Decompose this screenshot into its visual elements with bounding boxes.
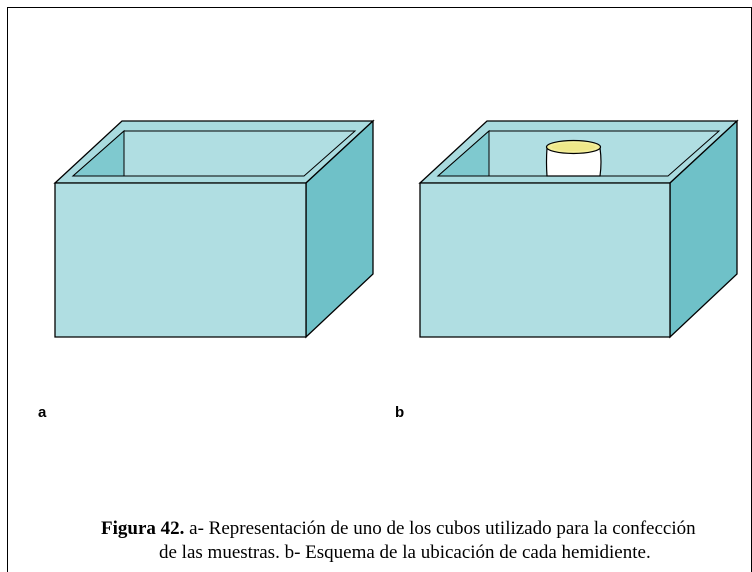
box-b-front-face bbox=[419, 182, 671, 338]
box-a bbox=[53, 119, 375, 339]
panel-label-a: a bbox=[38, 404, 47, 421]
caption-line-2: de las muestras. b- Esquema de la ubicac… bbox=[159, 542, 651, 563]
hemitooth-sample bbox=[545, 139, 602, 177]
box-b bbox=[418, 119, 739, 339]
box-a-front-face bbox=[54, 182, 307, 338]
caption-text-1: a- Representación de uno de los cubos ut… bbox=[189, 518, 696, 539]
box-a-inner-back-wall bbox=[71, 129, 125, 177]
box-b-inner-back-wall bbox=[436, 129, 490, 177]
panel-label-b: b bbox=[395, 404, 405, 421]
caption-line-1: Figura 42. a- Representación de uno de l… bbox=[101, 517, 749, 541]
figure-caption: Figura 42. a- Representación de uno de l… bbox=[101, 517, 749, 565]
caption-title: Figura 42. bbox=[101, 518, 185, 539]
